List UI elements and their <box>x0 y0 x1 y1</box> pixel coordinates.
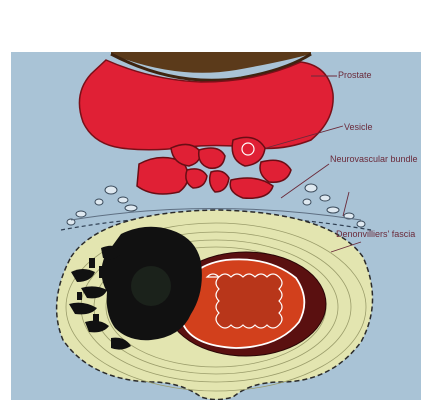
prostate-shape <box>79 60 333 150</box>
label-denonvilliers-fascia: Denonvilliers' fascia <box>336 229 416 239</box>
label-neurovascular-bundle: Neurovascular bundle <box>330 154 418 164</box>
anatomy-diagram: Prostate Vesicle Neurovascular bundle De… <box>11 52 421 400</box>
anatomy-illustration <box>11 52 421 400</box>
label-prostate: Prostate <box>338 70 408 80</box>
label-vesicle: Vesicle <box>344 122 404 132</box>
